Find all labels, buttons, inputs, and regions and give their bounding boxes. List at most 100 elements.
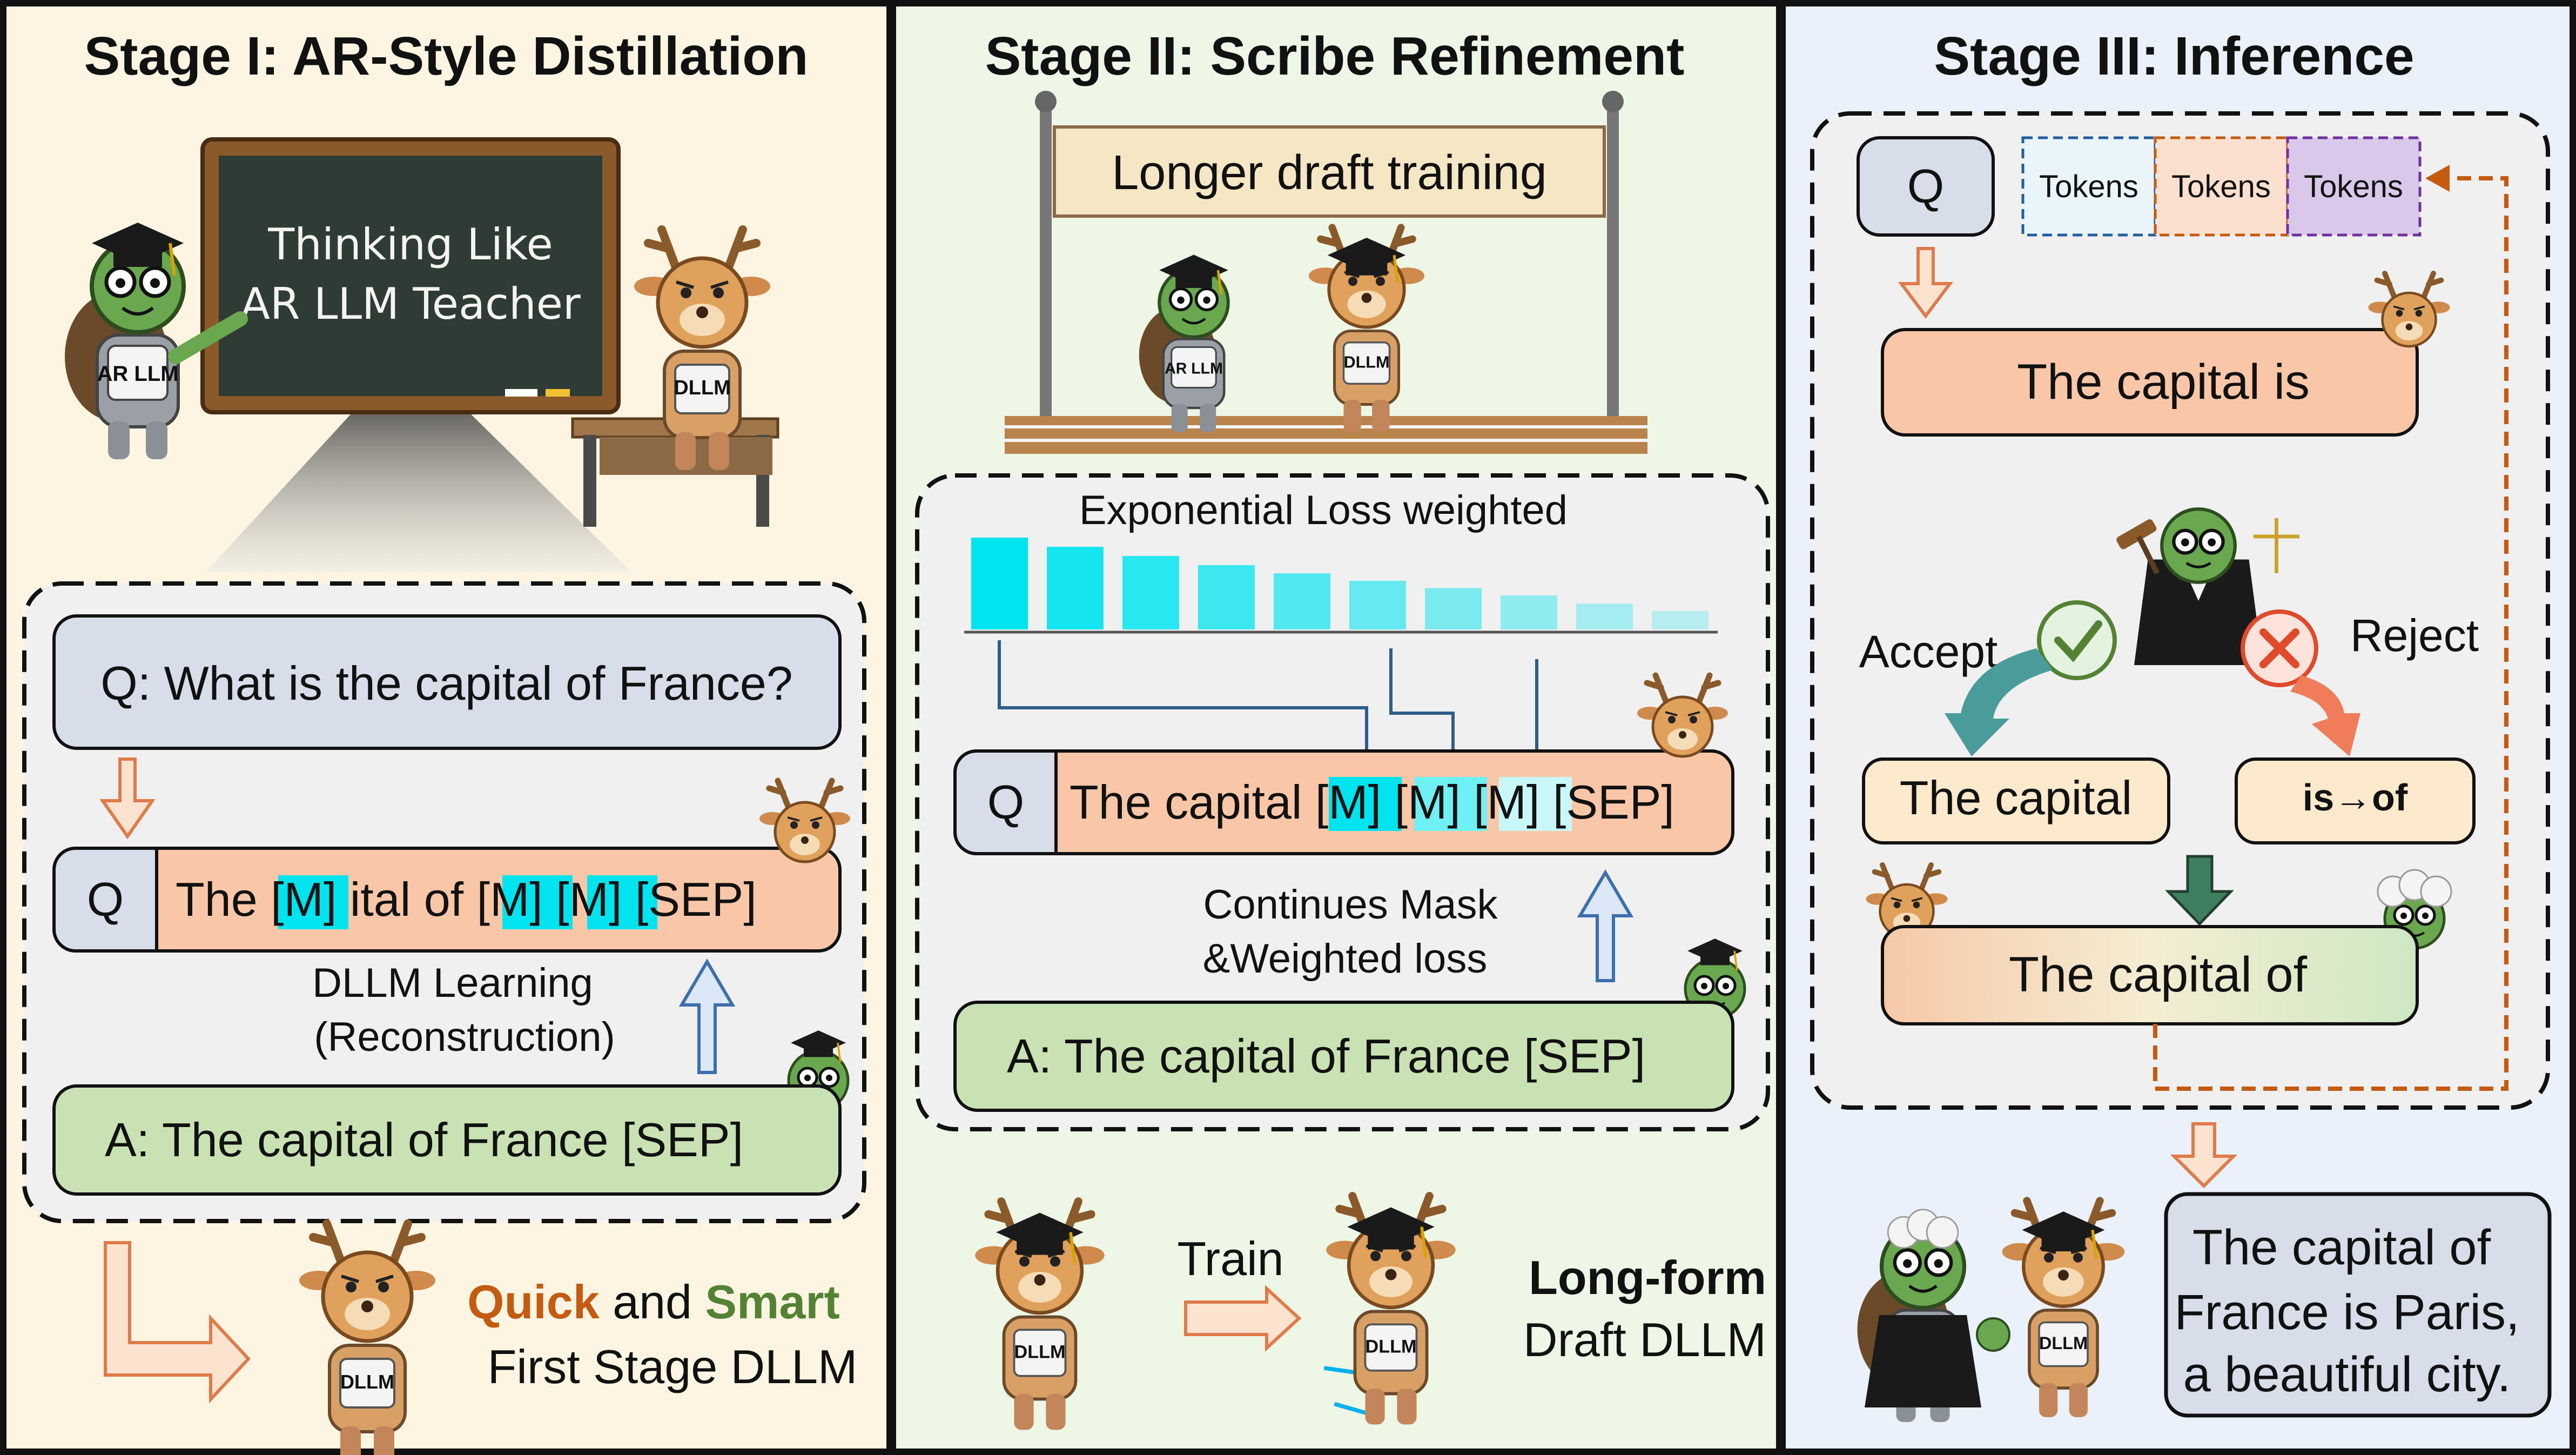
token-block-orange xyxy=(2154,136,2289,237)
final-output-box xyxy=(2164,1192,2552,1418)
mask-highlight xyxy=(1499,777,1572,831)
seq-part: ital of xyxy=(337,873,476,926)
learning-line1: DLLM Learning xyxy=(312,960,593,1006)
draft-dllm-label: Draft DLLM xyxy=(1523,1313,1766,1366)
answer-text: A: The capital of France [SEP] xyxy=(105,1113,743,1166)
banner-text: Longer draft training xyxy=(1112,146,1547,200)
teacher-shirt-label: AR LLM xyxy=(97,362,178,386)
reject-arrow xyxy=(2290,675,2360,756)
loss-bar xyxy=(1198,565,1255,629)
fast-shirt-label: DLLM xyxy=(1366,1337,1417,1357)
deer-student: DLLM xyxy=(634,230,770,470)
accept-arrow xyxy=(1945,648,2053,756)
token-label-orange: Tokens xyxy=(2171,169,2271,204)
handshake-scene: DLLM xyxy=(1858,1201,2125,1423)
stage2-deer-shirt: DLLM xyxy=(1344,353,1390,372)
fix-box xyxy=(2235,757,2476,844)
seq-part: [SEP] xyxy=(622,873,756,926)
stage3-q-tag: Q xyxy=(1907,159,1944,213)
loss-bar xyxy=(971,538,1028,629)
mask-highlight xyxy=(278,875,348,929)
accepted-text: The capital xyxy=(1900,771,2132,824)
mask-line2: &Weighted loss xyxy=(1203,936,1488,982)
seq-mask: [M] xyxy=(477,873,543,926)
stage3-title: Stage III: Inference xyxy=(1934,26,2414,86)
stage2-sequence-box: Q The capital [M] [M] [M] [SEP] xyxy=(953,749,1734,855)
loss-bar xyxy=(1576,604,1633,629)
merged-box xyxy=(1881,925,2419,1025)
merge-down-arrow xyxy=(2165,855,2234,926)
stage2-q-tag: Q xyxy=(987,775,1024,829)
fast-deer: DLLM xyxy=(1324,1196,1456,1425)
judge-turtle xyxy=(2116,509,2300,665)
question-text: Q: What is the capital of France? xyxy=(100,656,792,710)
stage2-sequence-text: The capital [M] [M] [M] [SEP] xyxy=(1070,775,1674,829)
runner-shirt-label: DLLM xyxy=(340,1371,394,1393)
token-label-blue: Tokens xyxy=(2039,169,2138,204)
seq-part xyxy=(1461,775,1474,829)
mask-highlight xyxy=(587,875,657,929)
seq-part: [SEP] xyxy=(1539,775,1674,829)
seq-mask: [M] xyxy=(1395,775,1461,829)
seq-part: The capital xyxy=(1070,775,1315,829)
student-shirt-label: DLLM xyxy=(674,377,731,399)
fix-text: is→of xyxy=(2303,776,2408,819)
loss-bar xyxy=(1349,580,1406,629)
answer-box xyxy=(52,1084,842,1196)
train-arrow xyxy=(1184,1285,1302,1352)
mask-line1: Continues Mask xyxy=(1203,882,1498,928)
running-track xyxy=(1005,416,1647,454)
smart-word: Smart xyxy=(705,1275,839,1329)
final-line2: France is Paris, xyxy=(2174,1285,2519,1340)
projector-beam xyxy=(205,408,632,573)
tired-deer: DLLM xyxy=(975,1202,1104,1430)
merged-text: The capital of xyxy=(2009,947,2308,1002)
first-stage-label: First Stage DLLM xyxy=(488,1340,858,1393)
mask-highlight xyxy=(1329,777,1402,831)
elbow-arrow xyxy=(104,1241,251,1404)
seq-mask: [M] xyxy=(556,873,622,926)
final-line3: a beautiful city. xyxy=(2183,1347,2511,1402)
stage3-output-arrow xyxy=(2170,1122,2238,1189)
loss-title: Exponential Loss weighted xyxy=(1079,487,1568,533)
turtle-teacher: AR LLM xyxy=(65,223,248,459)
draft-box xyxy=(1881,328,2419,437)
loss-bar-chart xyxy=(971,538,1709,629)
loss-bar xyxy=(1652,611,1709,629)
masked-sequence-box: Q The [M] ital of [M] [M] [SEP] xyxy=(52,847,842,953)
down-arrow xyxy=(99,757,156,840)
stage3-right-turtle-head xyxy=(2377,869,2452,948)
chalk-piece xyxy=(546,389,570,397)
seq-part: The xyxy=(176,873,271,926)
tired-shirt-label: DLLM xyxy=(1014,1342,1066,1363)
question-box xyxy=(52,614,842,750)
stage1-title: Stage I: AR-Style Distillation xyxy=(84,26,809,86)
loss-bar xyxy=(1274,573,1330,629)
loop-back-arrowhead xyxy=(2425,165,2450,192)
reject-cross-icon xyxy=(2241,609,2318,687)
seq-part xyxy=(1381,775,1394,829)
loss-bar xyxy=(1425,588,1482,629)
stage2-turtle: AR LLM xyxy=(1139,255,1228,433)
and-word: and xyxy=(600,1275,705,1329)
stage2-answer-box xyxy=(953,1001,1734,1112)
board-line1: Thinking Like xyxy=(267,219,553,270)
chalk-piece xyxy=(505,389,537,397)
seq-mask: [M] xyxy=(271,873,337,926)
finish-line-banner: Longer draft training xyxy=(1035,91,1624,427)
chalkboard xyxy=(219,156,602,396)
long-form-label: Long-form xyxy=(1529,1251,1766,1304)
stage2-up-arrow xyxy=(1577,869,1634,982)
masked-sequence-text: The [M] ital of [M] [M] [SEP] xyxy=(176,873,757,926)
seq-mask: [M] xyxy=(1315,775,1381,829)
loss-bar xyxy=(1501,595,1557,629)
masked-q-tag: Q xyxy=(87,873,124,926)
stage2-deer: DLLM xyxy=(1309,227,1424,432)
draft-text: The capital is xyxy=(2017,354,2310,410)
learning-line2: (Reconstruction) xyxy=(314,1014,615,1060)
mask-highlight xyxy=(502,875,573,929)
seq-mask: [M] xyxy=(1474,775,1539,829)
token-block-purple xyxy=(2286,136,2422,237)
running-deer: DLLM xyxy=(299,1224,435,1455)
